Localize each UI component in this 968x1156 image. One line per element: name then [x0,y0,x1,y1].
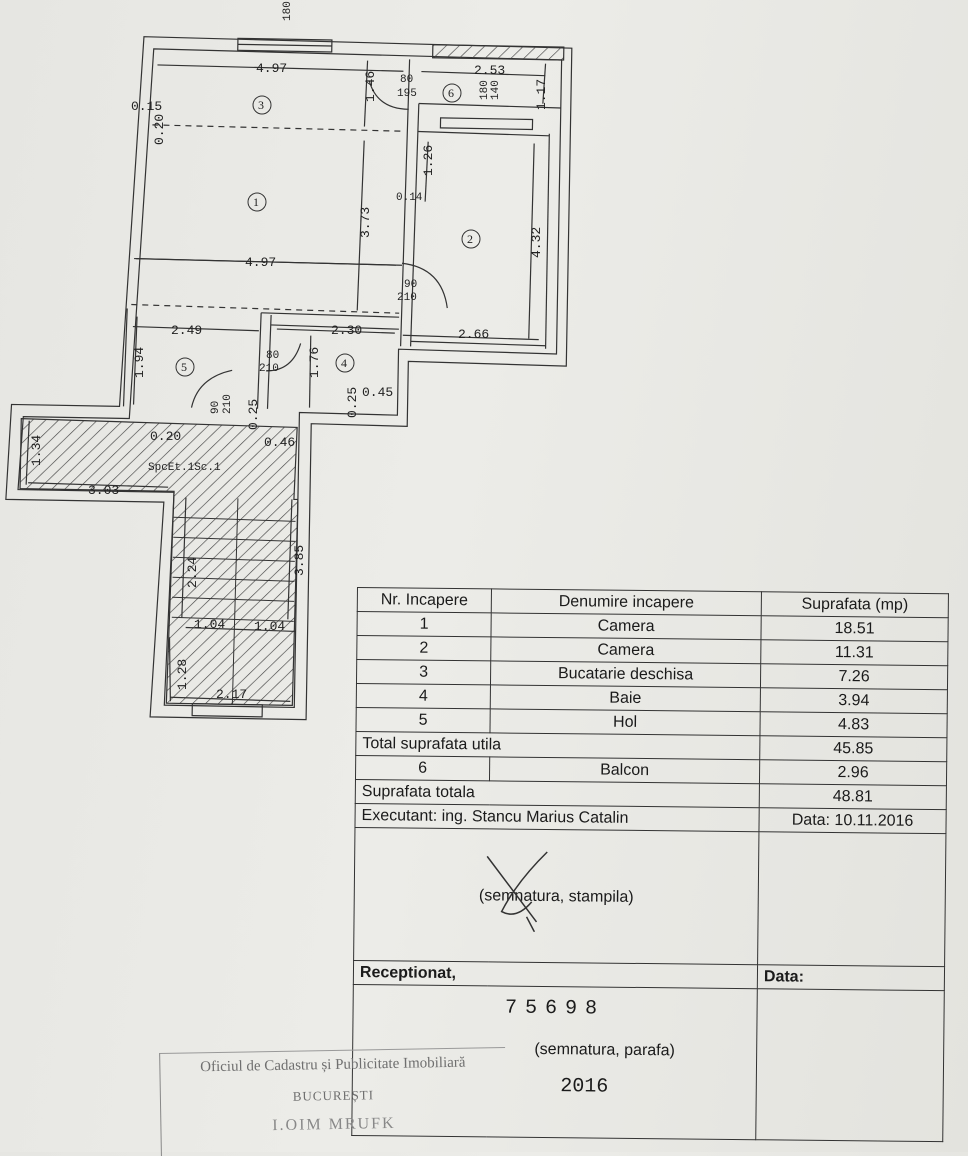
door-swing-bath [266,343,302,372]
dim-label: 0.25 [345,387,360,418]
room-number-6: 6 [448,86,454,100]
door-label: 210 [397,292,417,304]
dim-label: 1.26 [421,145,436,176]
room-number-4: 4 [341,356,347,370]
window-label: 180 [479,80,491,100]
handwritten-signature [486,851,548,933]
dim-label: 4.32 [529,227,544,258]
kitchen-zone-line [152,124,405,132]
dim-label: 1.04 [254,619,285,634]
room-number-2: 2 [467,232,473,246]
room-marker-5 [175,357,195,377]
door-label: 90 [404,279,417,291]
stair-label: SpcEt.1Sc.1 [148,462,221,474]
receptionat-date-label: Data: [757,964,945,991]
room-marker-1 [247,192,267,212]
rooms-table: Nr. Incapere Denumire incapere Suprafata… [351,587,949,1142]
dim-label: 0.14 [396,192,423,204]
window-label: 140 [490,80,502,100]
room-number-1: 1 [253,195,259,209]
dim-label: 1.76 [307,347,322,378]
header-name: Denumire incapere [491,588,762,616]
room-number-5: 5 [181,360,187,374]
wall-kitchen-room2 [400,59,411,347]
dim-label: 0.15 [131,99,162,114]
window-label-top: 180 [282,1,294,21]
dim-label: 1.04 [194,617,225,632]
registration-number: 75698 [504,996,606,1021]
dim-label: 1.17 [534,79,549,110]
stamp-line-3: I.OIM MRUFK [272,1114,396,1135]
dim-label: 1.34 [29,435,44,466]
header-nr: Nr. Incapere [357,587,492,613]
door-label: 210 [222,394,234,414]
door-label: 80 [266,350,279,362]
door-label: 195 [397,88,417,100]
room-marker-2 [461,229,481,249]
receptionat-label: Receptionat, [353,960,758,989]
balcony-hatch [432,44,565,61]
inner-outline [17,48,563,709]
dim-label: 0.20 [152,114,167,145]
door-swing-room2 [401,262,448,309]
stair-hatch [19,417,299,707]
stamp-line-1: Oficiul de Cadastru și Publicitate Imobi… [200,1054,466,1076]
door-swing-kitchen [368,80,409,110]
dim-label: 2.17 [216,687,247,702]
dim-label: 0.25 [246,399,261,430]
signature-row: (semnatura, stampila) [353,827,946,967]
ocpi-stamp: Oficiul de Cadastru și Publicitate Imobi… [159,1046,507,1156]
dim-label: 0.45 [362,385,393,400]
outer-wall [5,36,573,721]
room-marker-4 [335,353,355,373]
header-area: Suprafata (mp) [761,591,949,618]
hall-zone-line [131,303,400,314]
dim-label: 1.94 [132,347,147,378]
room-marker-3 [252,95,272,115]
dim-label: 2.53 [474,63,505,78]
dim-label: 4.97 [256,61,287,76]
door-label: 210 [259,363,279,375]
dim-label: 1.28 [175,659,190,690]
dim-label: 0.20 [150,429,181,444]
dim-label: 1.46 [363,71,378,102]
stair-treads [171,498,296,705]
stamp-line-2: BUCUREȘTI [292,1087,375,1104]
dim-label: 4.97 [245,255,276,270]
dim-label: 2.30 [331,323,362,338]
door-label: 90 [210,401,222,414]
stair-window [191,703,263,718]
window-room2 [439,117,534,131]
executant-date: Data: 10.11.2016 [758,807,947,834]
room-number-3: 3 [258,98,264,112]
dim-label: 2.24 [185,557,200,588]
door-label: 80 [400,74,413,86]
dim-label: 2.49 [171,323,202,338]
room-marker-6 [442,83,462,103]
floor-plan: 3 6 1 2 5 4 180 4.97 1.46 80 195 2.53 18… [5,1,573,721]
dim-label: 3.85 [292,545,307,576]
dim-label: 3.73 [358,207,373,238]
room-markers [175,83,481,377]
door-swing-entry [190,369,233,408]
dim-label: 0.46 [264,435,295,450]
dim-label: 2.66 [458,327,489,342]
dim-label: 3.03 [88,483,119,498]
